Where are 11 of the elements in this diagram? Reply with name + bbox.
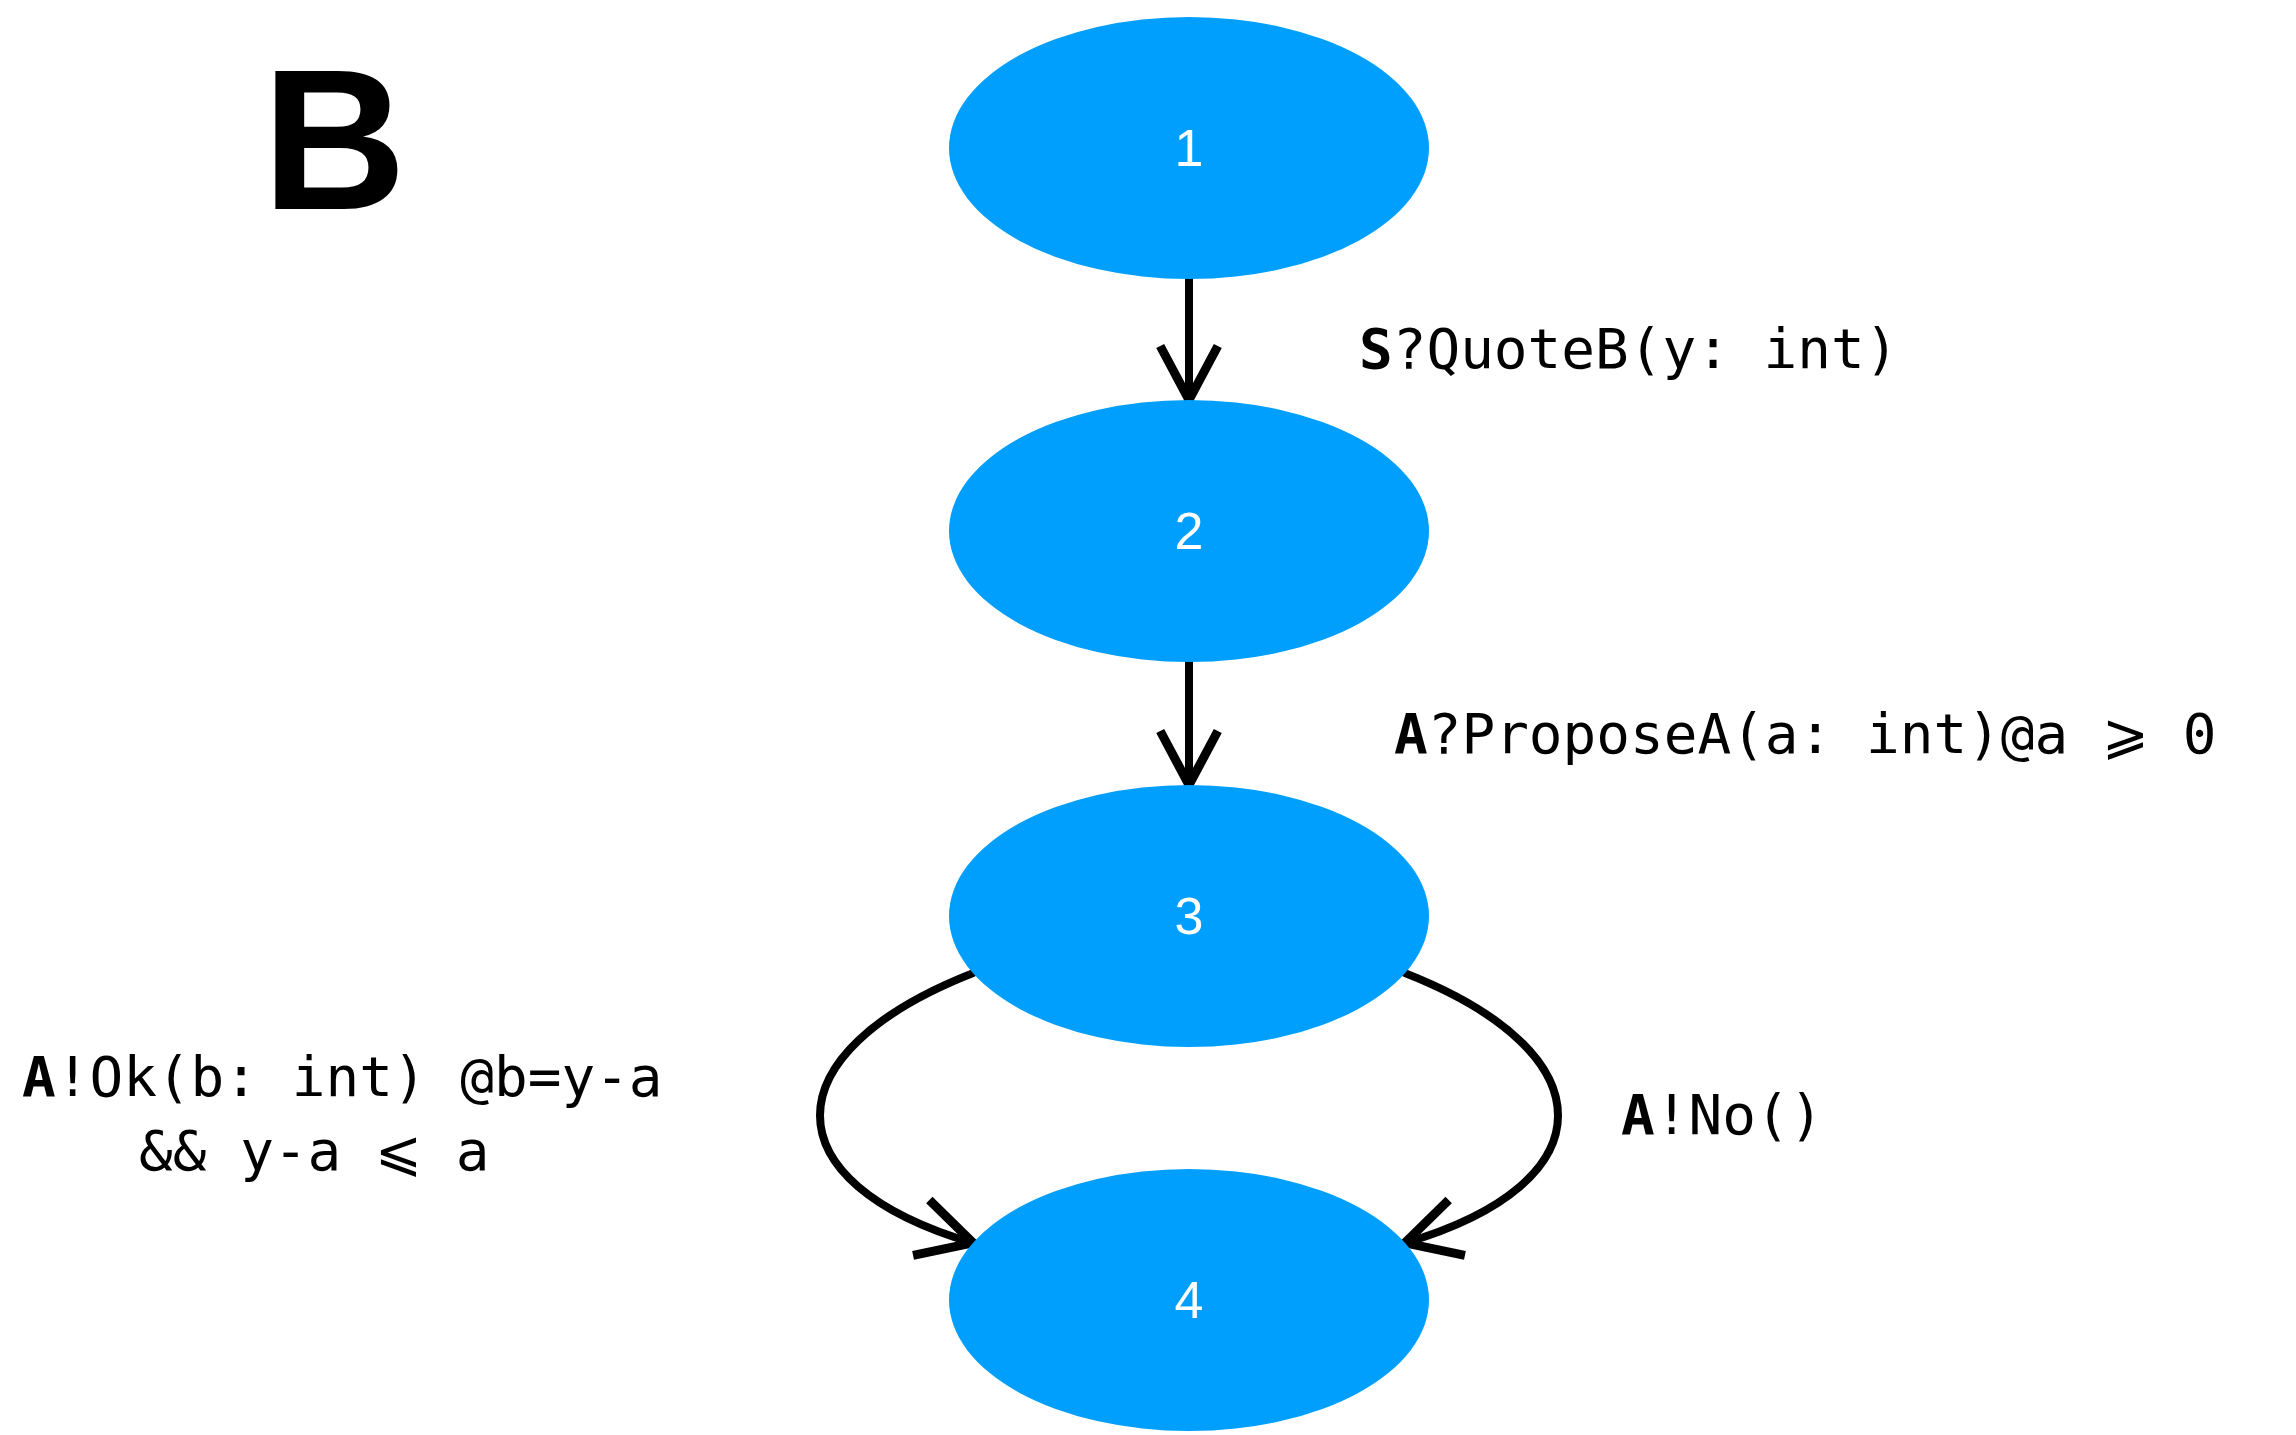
state-number: 3	[1174, 886, 1204, 947]
state-number: 2	[1174, 501, 1204, 562]
state-number: 1	[1174, 118, 1204, 179]
edge-label: A!Ok(b: int) @b=y-a && y-a ⩽ a	[22, 1043, 664, 1185]
panel-letter: B	[262, 40, 407, 240]
state-number: 4	[1174, 1270, 1204, 1331]
arrow	[1400, 969, 1562, 1257]
edge-label: S?QuoteB(y: int)	[1359, 315, 1899, 383]
arrow	[816, 969, 978, 1257]
edge-label: A?ProposeA(a: int)@a ⩾ 0	[1394, 700, 2217, 768]
edge-label: A!No()	[1621, 1081, 1824, 1149]
